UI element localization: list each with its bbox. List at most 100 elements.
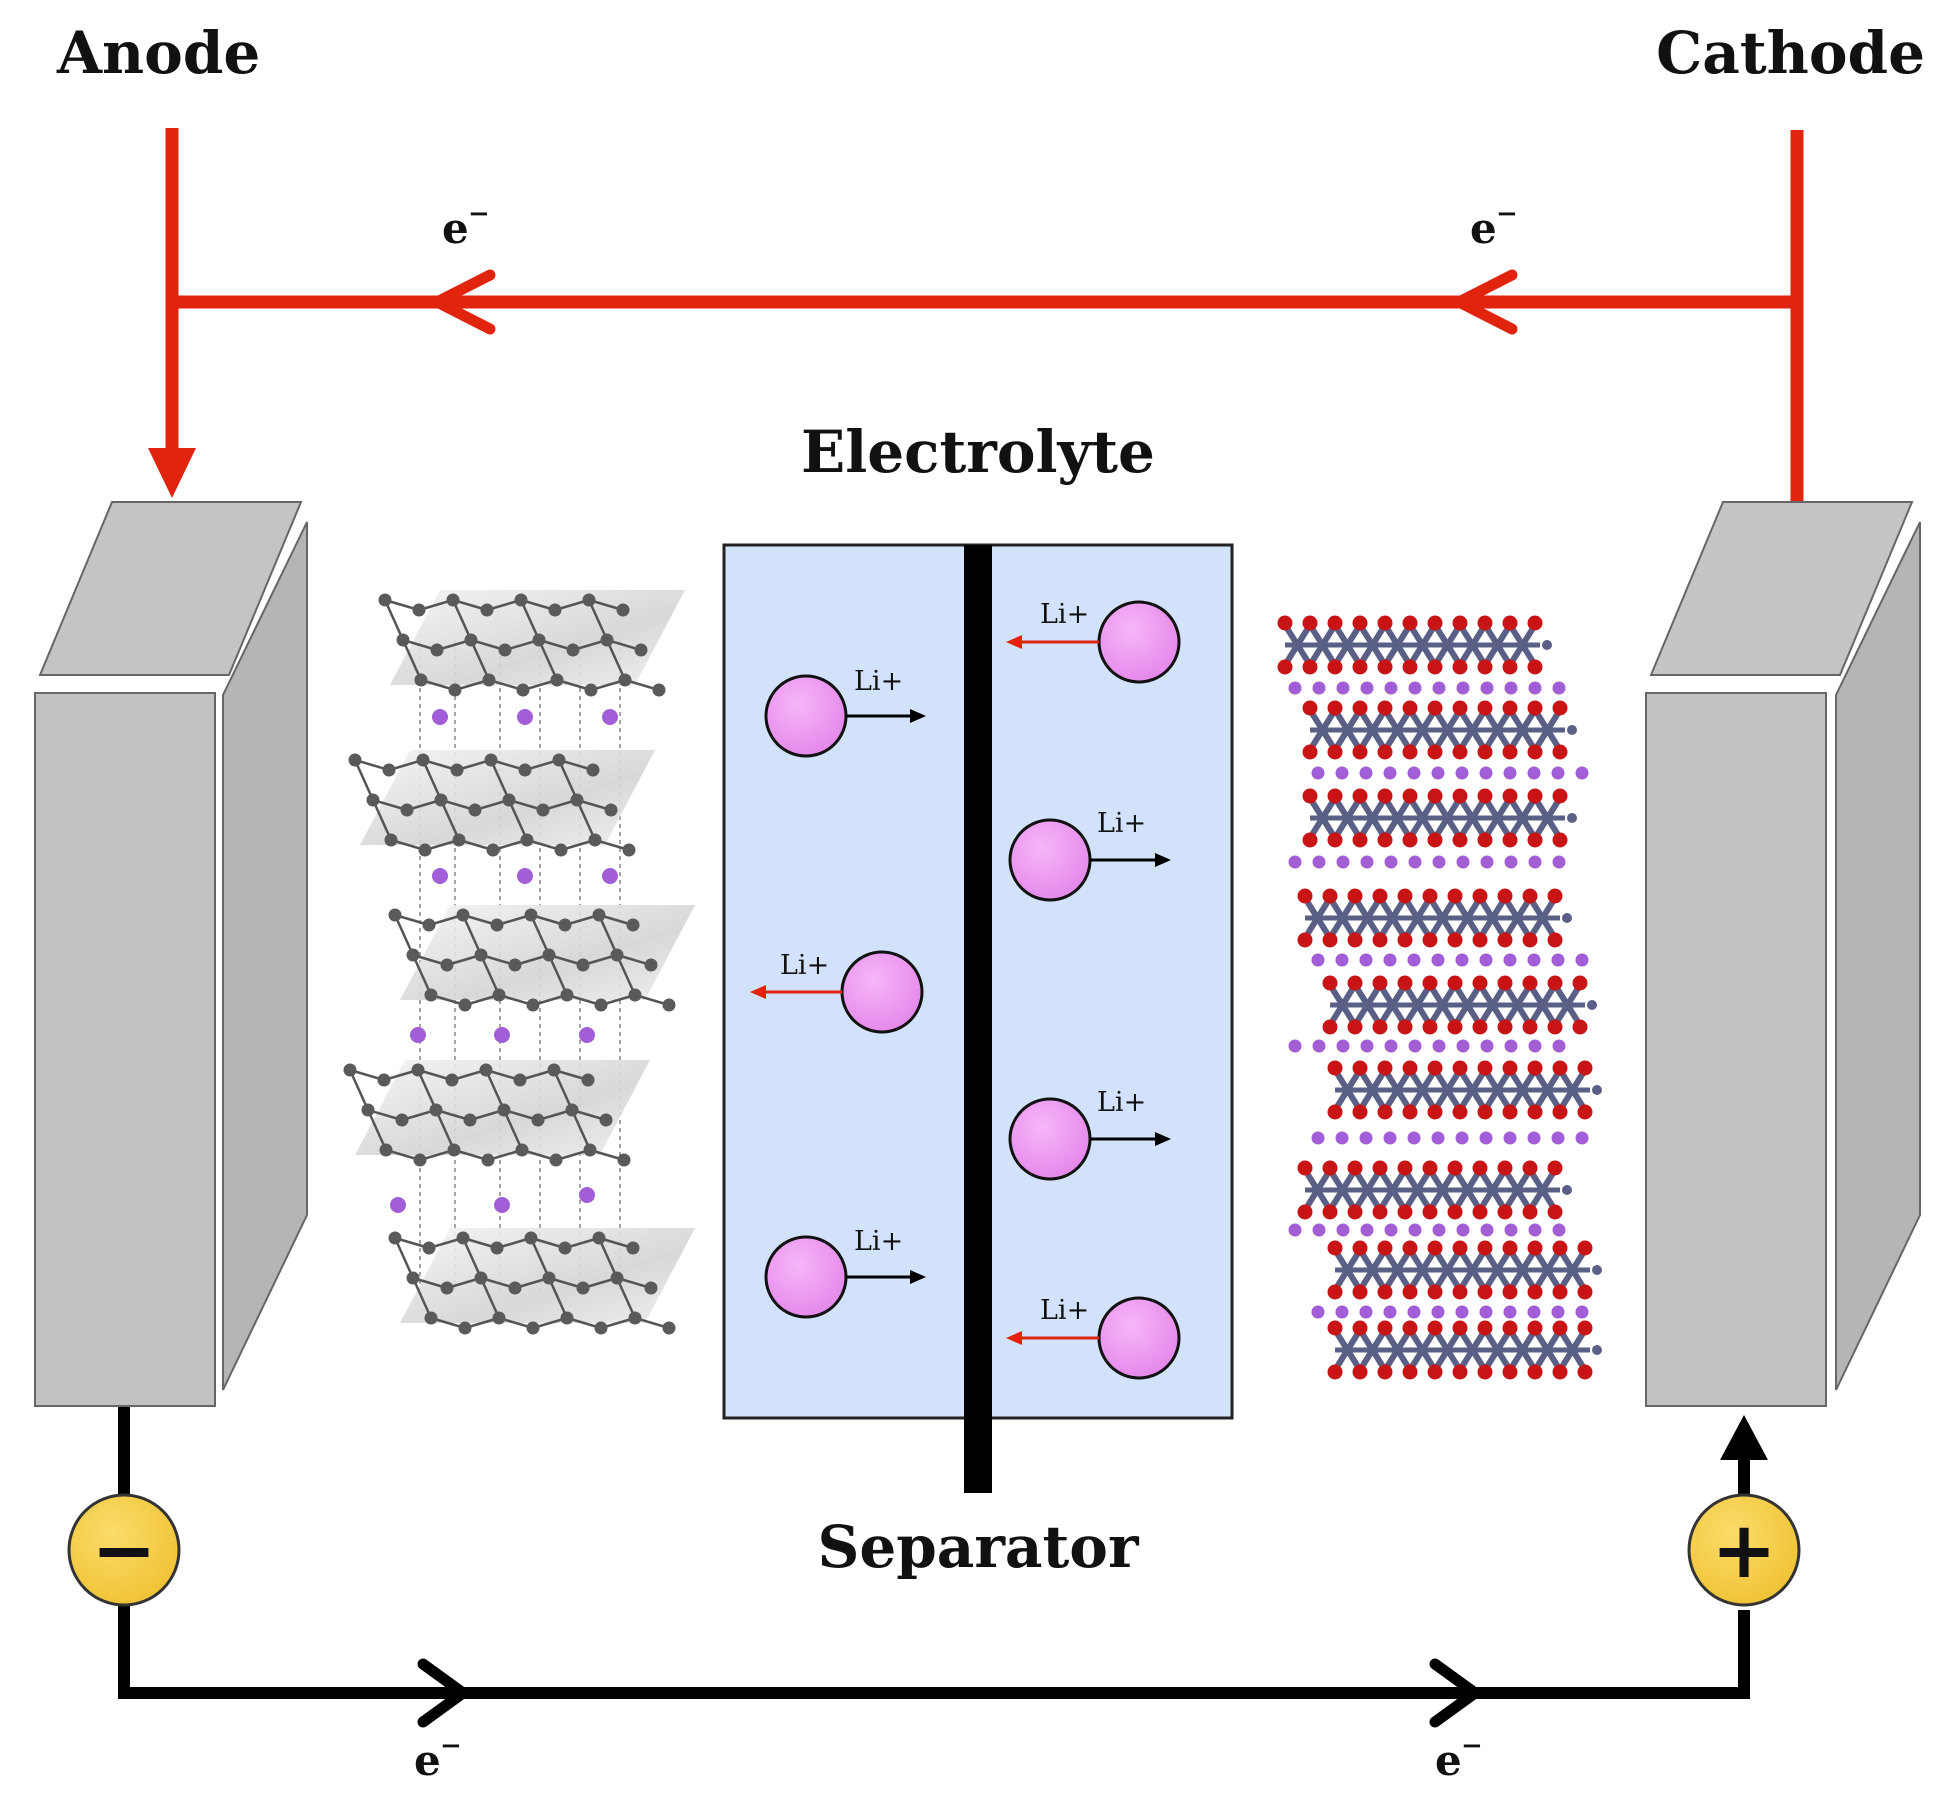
intercalated-lithium <box>1336 855 1350 869</box>
graphene-sheet <box>348 750 655 857</box>
carbon-atom <box>450 763 464 777</box>
svg-text:e: e <box>1470 204 1497 253</box>
metal-atom <box>1317 813 1327 823</box>
intercalated-lithium <box>1551 1305 1565 1319</box>
metal-atom <box>1567 725 1577 735</box>
oxygen-atom <box>1452 788 1468 804</box>
oxygen-atom <box>1377 615 1393 631</box>
oxygen-atom <box>1477 832 1493 848</box>
oxygen-atom <box>1402 1240 1418 1256</box>
metal-atom <box>1562 913 1572 923</box>
intercalated-lithium <box>1528 1039 1542 1053</box>
intercalated-lithium <box>1408 1223 1422 1237</box>
oxygen-atom <box>1527 1240 1543 1256</box>
carbon-atom <box>429 1103 443 1117</box>
oxygen-atom <box>1502 700 1518 716</box>
cathode-slab-side <box>1835 521 1921 1391</box>
carbon-atom <box>548 603 562 617</box>
carbon-atom <box>497 1103 511 1117</box>
carbon-atom <box>418 843 432 857</box>
carbon-atom <box>662 998 676 1012</box>
intercalated-lithium <box>1432 681 1446 695</box>
intercalated-lithium <box>1311 1131 1325 1145</box>
oxygen-atom <box>1402 832 1418 848</box>
carbon-atom <box>584 683 598 697</box>
metal-oxide-slab <box>1327 1320 1602 1380</box>
oxygen-atom <box>1322 932 1338 948</box>
oxygen-atom <box>1452 1240 1468 1256</box>
oxygen-atom <box>1502 1284 1518 1300</box>
metal-oxide-slab <box>1302 700 1577 760</box>
metal-atom <box>1592 1265 1602 1275</box>
carbon-atom <box>513 1073 527 1087</box>
metal-atom <box>1362 1000 1372 1010</box>
intercalated-lithium <box>1335 953 1349 967</box>
intercalated-lithium <box>1455 953 1469 967</box>
oxygen-atom <box>1497 932 1513 948</box>
intercalated-lithium <box>1552 1223 1566 1237</box>
oxygen-atom <box>1402 744 1418 760</box>
metal-atom <box>1492 725 1502 735</box>
oxygen-atom <box>1327 659 1343 675</box>
intercalated-lithium <box>1431 1305 1445 1319</box>
metal-atom <box>1437 1000 1447 1010</box>
metal-atom <box>1542 1085 1552 1095</box>
right-chevron-icon <box>1429 1658 1481 1728</box>
oxygen-atom <box>1377 1284 1393 1300</box>
intercalated-lithium <box>602 868 618 884</box>
intercalated-lithium <box>1455 766 1469 780</box>
metal-atom <box>1542 1265 1552 1275</box>
oxygen-atom <box>1422 1160 1438 1176</box>
metal-atom <box>1317 725 1327 735</box>
anode-slab-top <box>38 501 303 676</box>
oxygen-atom <box>1327 832 1343 848</box>
carbon-atom <box>550 673 564 687</box>
oxygen-atom <box>1472 1019 1488 1035</box>
oxygen-atom <box>1352 615 1368 631</box>
carbon-atom <box>588 833 602 847</box>
carbon-atom <box>422 918 436 932</box>
metal-atom <box>1342 725 1352 735</box>
oxygen-atom <box>1377 1320 1393 1336</box>
oxygen-atom <box>1472 932 1488 948</box>
metal-atom <box>1342 813 1352 823</box>
left-chevron-icon <box>1453 269 1518 335</box>
metal-atom <box>1392 1085 1402 1095</box>
oxygen-atom <box>1452 744 1468 760</box>
oxygen-atom <box>1322 1204 1338 1220</box>
oxygen-atom <box>1402 788 1418 804</box>
electrolyte-label: Electrolyte <box>801 418 1155 486</box>
oxygen-atom <box>1402 700 1418 716</box>
intercalated-lithium <box>1431 1131 1445 1145</box>
carbon-atom <box>634 643 648 657</box>
metal-atom <box>1367 813 1377 823</box>
svg-text:−: − <box>440 1731 462 1761</box>
svg-text:e: e <box>442 204 469 253</box>
oxygen-atom <box>1352 1240 1368 1256</box>
oxygen-atom <box>1402 615 1418 631</box>
intercalated-lithium <box>1360 1039 1374 1053</box>
intercalated-lithium <box>410 1027 426 1043</box>
carbon-atom <box>618 673 632 687</box>
oxygen-atom <box>1477 1364 1493 1380</box>
intercalated-lithium <box>1312 681 1326 695</box>
carbon-atom <box>434 793 448 807</box>
metal-atom <box>1537 913 1547 923</box>
oxygen-atom <box>1527 832 1543 848</box>
intercalated-lithium <box>1431 953 1445 967</box>
oxygen-atom <box>1427 788 1443 804</box>
intercalated-lithium <box>1359 1131 1373 1145</box>
carbon-atom <box>361 1103 375 1117</box>
intercalated-lithium <box>494 1027 510 1043</box>
carbon-atom <box>413 1153 427 1167</box>
intercalated-lithium <box>1528 1223 1542 1237</box>
metal-atom <box>1392 1345 1402 1355</box>
metal-atom <box>1517 813 1527 823</box>
positive-terminal-sign: + <box>1711 1506 1776 1596</box>
oxygen-atom <box>1397 888 1413 904</box>
metal-atom <box>1442 640 1452 650</box>
oxygen-atom <box>1452 659 1468 675</box>
metal-atom <box>1567 813 1577 823</box>
metal-oxide-slab <box>1277 615 1552 675</box>
oxygen-atom <box>1347 888 1363 904</box>
